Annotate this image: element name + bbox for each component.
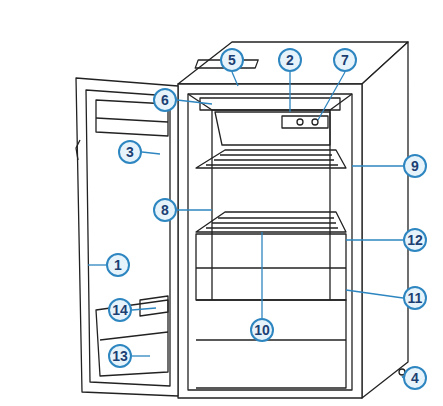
callout-number: 3 (118, 140, 142, 164)
callout-number: 6 (153, 88, 177, 112)
callout-number: 11 (403, 286, 427, 310)
callout-number: 12 (403, 228, 427, 252)
callout-number: 8 (153, 198, 177, 222)
callout-number: 2 (278, 48, 302, 72)
callout-number: 9 (403, 154, 427, 178)
callout-number: 13 (108, 344, 132, 368)
callout-number: 7 (333, 48, 357, 72)
callout-number: 10 (250, 318, 274, 342)
callout-number: 1 (106, 253, 130, 277)
callout-number: 14 (108, 298, 132, 322)
callout-number: 4 (403, 366, 427, 390)
callout-number: 5 (220, 48, 244, 72)
